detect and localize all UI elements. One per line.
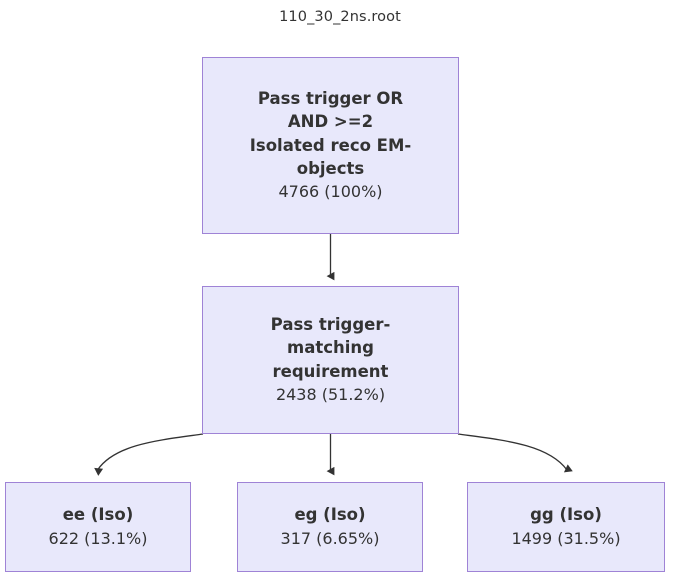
node-root-label: Pass trigger OR AND >=2 Isolated reco EM… [249,88,412,179]
node-eg-iso[interactable]: eg (Iso) 317 (6.65%) [237,482,423,572]
node-eg-iso-count: 317 (6.65%) [280,528,380,548]
edge-trigger-matching-to-gg [457,433,573,473]
node-ee-iso-label: ee (Iso) [62,505,134,525]
node-gg-iso-label: gg (Iso) [530,505,602,525]
node-trigger-matching-label: Pass trigger- matching requirement [270,315,391,381]
node-gg-iso-count: 1499 (31.5%) [511,528,621,548]
edge-trigger-matching-to-ee [94,433,204,476]
page-title: 110_30_2ns.root [279,9,401,25]
node-ee-iso-count: 622 (13.1%) [48,528,148,548]
node-root[interactable]: Pass trigger OR AND >=2 Isolated reco EM… [202,57,459,234]
node-ee-iso[interactable]: ee (Iso) 622 (13.1%) [5,482,191,572]
node-gg-iso[interactable]: gg (Iso) 1499 (31.5%) [467,482,665,572]
node-eg-iso-label: eg (Iso) [294,505,366,525]
node-trigger-matching-count: 2438 (51.2%) [275,385,386,405]
node-root-count: 4766 (100%) [278,182,383,202]
node-trigger-matching[interactable]: Pass trigger- matching requirement 2438 … [202,286,459,434]
